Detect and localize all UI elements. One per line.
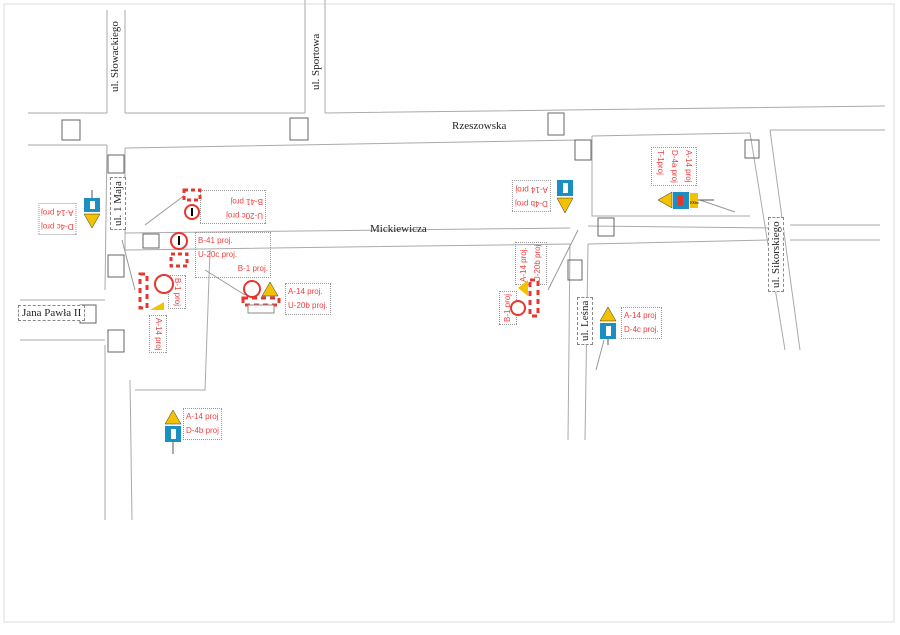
- b41-u20c-sign: [169, 232, 189, 268]
- b1-a14-barrier-sign: [138, 272, 174, 310]
- street-label-slowackiego: ul. Słowackiego: [109, 21, 121, 92]
- a14-u20b-sign: [241, 280, 281, 314]
- maja-edges: [104, 144, 133, 521]
- street-label-sportowa: ul. Sportowa: [310, 33, 322, 90]
- label-a14-u20b: A-14 proj.U-20b proj.: [285, 283, 331, 315]
- street-label-maja: ul. 1 Maja: [110, 177, 126, 230]
- street-label-lesna: ul. Leśna: [577, 296, 593, 345]
- a14-d4c-sign-lesna: [599, 306, 617, 345]
- sheet-border: [3, 3, 895, 623]
- label-b41-u20c-b1: B-41 proj.U-20c proj.B-1 proj.: [195, 232, 271, 278]
- street-label-mickiewicza: Mickiewicza: [370, 223, 427, 235]
- leader-lines: [121, 194, 736, 371]
- rzeszowska-north-edge: [28, 105, 886, 114]
- a14-d4b-sign-south: [164, 409, 182, 454]
- mickiewicza-south-edge: [124, 239, 880, 251]
- street-label-jana-pawla: Jana Pawła II: [18, 305, 86, 321]
- work-zone-outline: [135, 249, 211, 391]
- jana-pawla-edges: [20, 299, 105, 341]
- street-label-sikorskiego: ul. Sikorskiego: [768, 217, 784, 292]
- label-a14-vertical: A-14 proj: [149, 315, 167, 354]
- pedestrian-crossings: [61, 112, 760, 353]
- a14-d4a-t1-sign-east: 100m: [657, 191, 714, 209]
- sportowa-edges: [304, 0, 326, 113]
- d4c-a14-sign-west: [83, 190, 101, 229]
- d4b-a14-sign-rzeszowska: [556, 180, 574, 214]
- street-label-rzeszowska: Rzeszowska: [452, 120, 507, 132]
- sikorskiego-edges: [749, 129, 801, 351]
- slowackiego-edges: [106, 10, 126, 113]
- u20c-b41-sign-north: [182, 188, 202, 220]
- plate-text: 100m: [689, 200, 699, 205]
- a14-u20b-b1-sign-lesna: [510, 278, 540, 318]
- rzeszowska-south-edge: [28, 129, 885, 149]
- block-east: [591, 136, 750, 217]
